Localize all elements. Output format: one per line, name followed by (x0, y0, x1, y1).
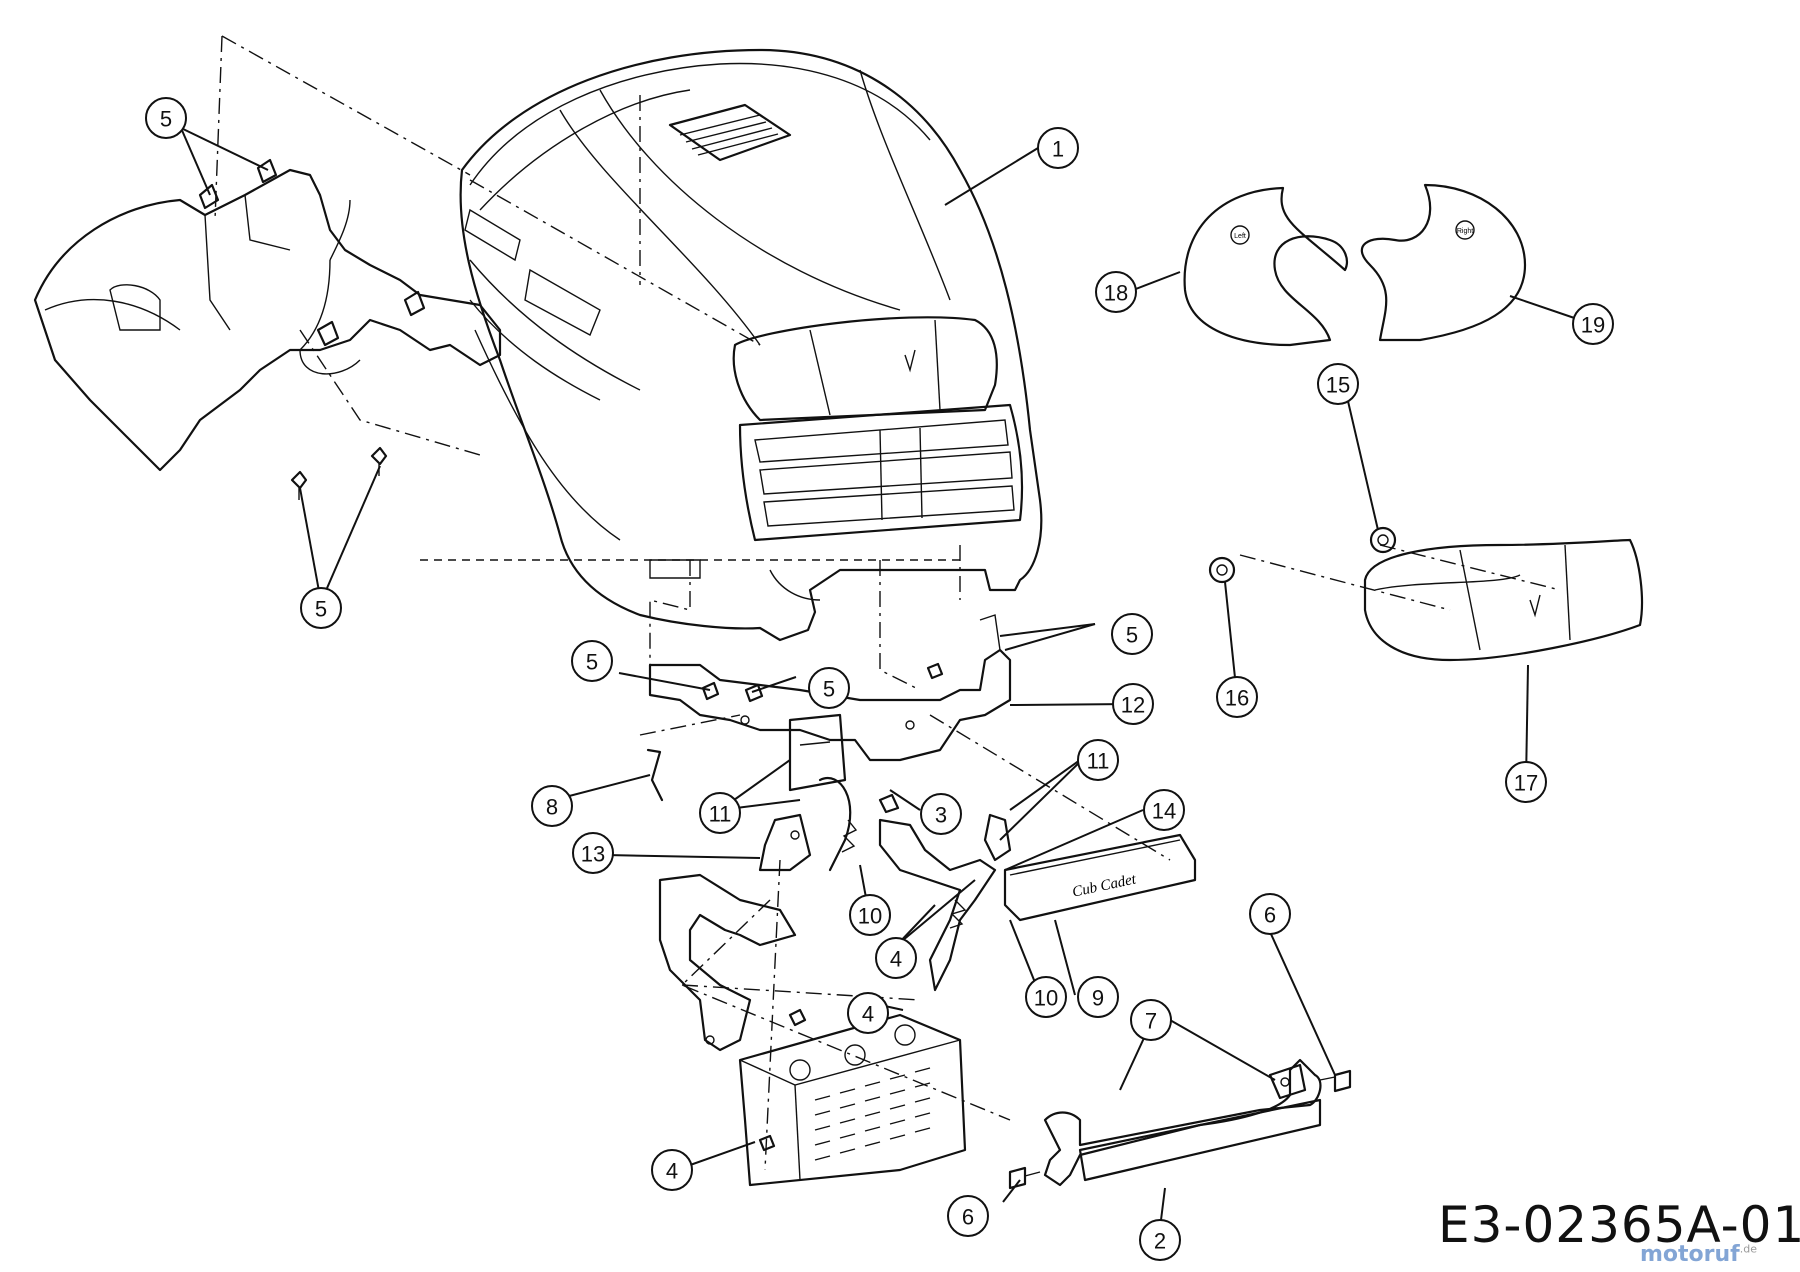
svg-text:1: 1 (1052, 137, 1064, 162)
fastener-15 (1369, 526, 1397, 554)
headlight-lens (1363, 538, 1644, 662)
svg-text:18: 18 (1104, 281, 1128, 306)
hood (459, 48, 1043, 642)
callout-9: 9 (1077, 976, 1119, 1018)
callout-4-a: 4 (847, 992, 889, 1034)
callout-5-c: 5 (571, 640, 613, 682)
leader-lines (180, 127, 1590, 1229)
callout-5-a: 5 (145, 97, 187, 139)
svg-text:4: 4 (862, 1002, 874, 1027)
svg-text:5: 5 (160, 107, 172, 132)
front-bumper (1043, 1058, 1322, 1187)
left-hinge-bracket (658, 813, 812, 1052)
svg-text:3: 3 (935, 803, 947, 828)
callout-5-d: 5 (808, 667, 850, 709)
emblem-plate: Cub Cadet (1003, 833, 1197, 922)
callout-5-e: 5 (1111, 613, 1153, 655)
callout-17: 17 (1505, 761, 1547, 803)
callout-1: 1 (1037, 127, 1079, 169)
callout-2: 2 (1139, 1219, 1181, 1261)
callout-6-b: 6 (1249, 893, 1291, 935)
callout-8: 8 (531, 785, 573, 827)
callout-3: 3 (920, 793, 962, 835)
left-side-panel (33, 158, 502, 500)
hood-hinge-assembly (788, 713, 1012, 992)
svg-text:6: 6 (962, 1205, 974, 1230)
front-bracket (648, 614, 1012, 762)
svg-text:11: 11 (1087, 749, 1110, 774)
watermark-tld: .de (1739, 1242, 1758, 1256)
callout-10-b: 10 (1025, 976, 1067, 1018)
callout-19: 19 (1572, 303, 1614, 345)
watermark-logo: motoruf.de (1640, 1242, 1757, 1267)
svg-text:19: 19 (1581, 313, 1605, 338)
svg-text:13: 13 (581, 842, 605, 867)
decal-left-text: Left (1234, 233, 1246, 240)
svg-text:16: 16 (1225, 686, 1249, 711)
callout-4-c: 4 (651, 1149, 693, 1191)
svg-text:5: 5 (315, 597, 327, 622)
callout-14: 14 (1143, 789, 1185, 831)
callout-5-b: 5 (300, 587, 342, 629)
svg-text:11: 11 (709, 802, 732, 827)
callout-6-a: 6 (947, 1195, 989, 1237)
bumper-bolt-6a (1008, 1166, 1041, 1190)
svg-text:10: 10 (1034, 986, 1058, 1011)
svg-text:10: 10 (858, 904, 882, 929)
svg-text:6: 6 (1264, 903, 1276, 928)
lower-grille (738, 1013, 967, 1187)
decal-left: Left (1183, 186, 1348, 347)
svg-text:5: 5 (1126, 623, 1138, 648)
svg-text:12: 12 (1121, 693, 1145, 718)
grille-slots (814, 1067, 931, 1161)
svg-text:15: 15 (1326, 373, 1350, 398)
watermark-text: motoruf (1640, 1242, 1740, 1267)
small-fasteners (646, 662, 944, 1152)
svg-text:2: 2 (1154, 1229, 1166, 1254)
diagram-code-label: E3-02365A-01 (1438, 1196, 1800, 1254)
callout-13: 13 (572, 832, 614, 874)
callout-11-b: 11 (1077, 739, 1119, 781)
callout-15: 15 (1317, 363, 1359, 405)
callout-16: 16 (1216, 676, 1258, 718)
svg-text:4: 4 (666, 1159, 678, 1184)
svg-text:9: 9 (1092, 986, 1104, 1011)
bumper-bolt-6b (1319, 1069, 1352, 1093)
svg-text:17: 17 (1514, 771, 1538, 796)
svg-text:5: 5 (823, 677, 835, 702)
callout-7: 7 (1130, 999, 1172, 1041)
svg-text:8: 8 (546, 795, 558, 820)
callout-18: 18 (1095, 271, 1137, 313)
callout-12: 12 (1112, 683, 1154, 725)
callout-11-a: 11 (699, 792, 741, 834)
svg-text:7: 7 (1145, 1009, 1157, 1034)
callout-10-a: 10 (849, 894, 891, 936)
decal-right-text: Right (1457, 228, 1473, 235)
callout-4-b: 4 (875, 937, 917, 979)
assembly-lines (214, 35, 1561, 1171)
svg-text:5: 5 (586, 650, 598, 675)
decal-right: Right (1360, 183, 1527, 342)
fastener-16 (1208, 556, 1236, 584)
svg-text:4: 4 (890, 947, 902, 972)
svg-text:14: 14 (1152, 799, 1176, 824)
